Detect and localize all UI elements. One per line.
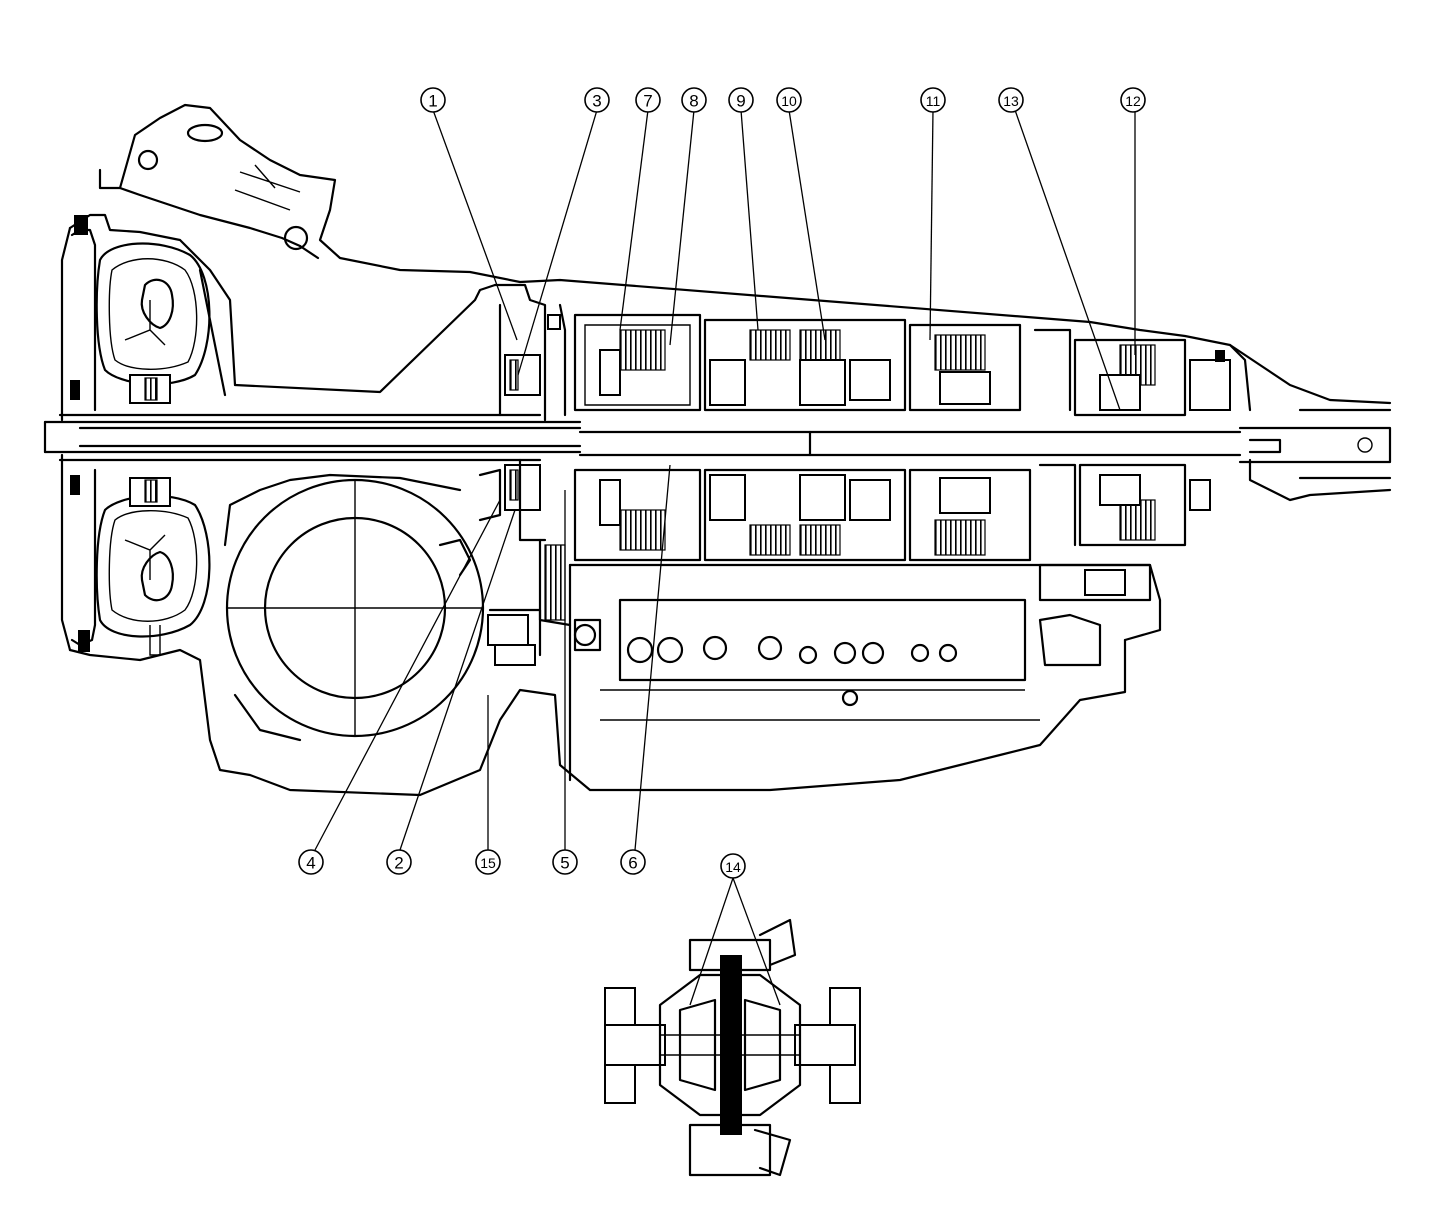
clutch-pack-upper: [573, 313, 1231, 417]
transfer-gear-housing: [487, 538, 1162, 782]
callouts: 1 3 7 8 9 10 11 13 12 4 2 15 5 6 14: [298, 87, 1146, 879]
svg-text:15: 15: [480, 855, 496, 871]
svg-text:11: 11: [926, 93, 941, 109]
callout-4: 4: [298, 849, 324, 875]
front-differential-gear: [223, 473, 485, 742]
torque-converter: [70, 215, 211, 656]
callout-9: 9: [728, 87, 754, 113]
callout-12: 12: [1120, 87, 1146, 113]
svg-text:4: 4: [306, 854, 315, 873]
oil-pump-assembly: [478, 283, 567, 542]
svg-text:8: 8: [689, 92, 698, 111]
callout-3: 3: [584, 87, 610, 113]
svg-text:7: 7: [643, 92, 652, 111]
callout-14: 14: [720, 853, 746, 879]
svg-text:3: 3: [592, 92, 601, 111]
callout-15: 15: [475, 849, 501, 875]
input-output-shafts: [43, 408, 1392, 480]
callout-7: 7: [635, 87, 661, 113]
svg-text:13: 13: [1003, 93, 1019, 109]
callout-6: 6: [620, 849, 646, 875]
callout-1: 1: [420, 87, 446, 113]
callout-2: 2: [386, 849, 412, 875]
clutch-pack-lower: [573, 463, 1211, 562]
callout-10: 10: [776, 87, 802, 113]
svg-text:2: 2: [394, 854, 403, 873]
svg-text:10: 10: [781, 93, 797, 109]
svg-text:1: 1: [428, 92, 437, 111]
leader-lines: [314, 109, 1136, 1006]
svg-text:12: 12: [1125, 93, 1141, 109]
svg-text:6: 6: [628, 854, 637, 873]
transmission-housing: [60, 103, 1392, 797]
svg-text:14: 14: [725, 859, 741, 875]
differential-detail-view: [604, 918, 861, 1177]
callout-13: 13: [998, 87, 1024, 113]
callout-5: 5: [552, 849, 578, 875]
callout-11: 11: [920, 87, 946, 113]
svg-text:9: 9: [736, 92, 745, 111]
svg-text:5: 5: [560, 854, 569, 873]
callout-8: 8: [681, 87, 707, 113]
